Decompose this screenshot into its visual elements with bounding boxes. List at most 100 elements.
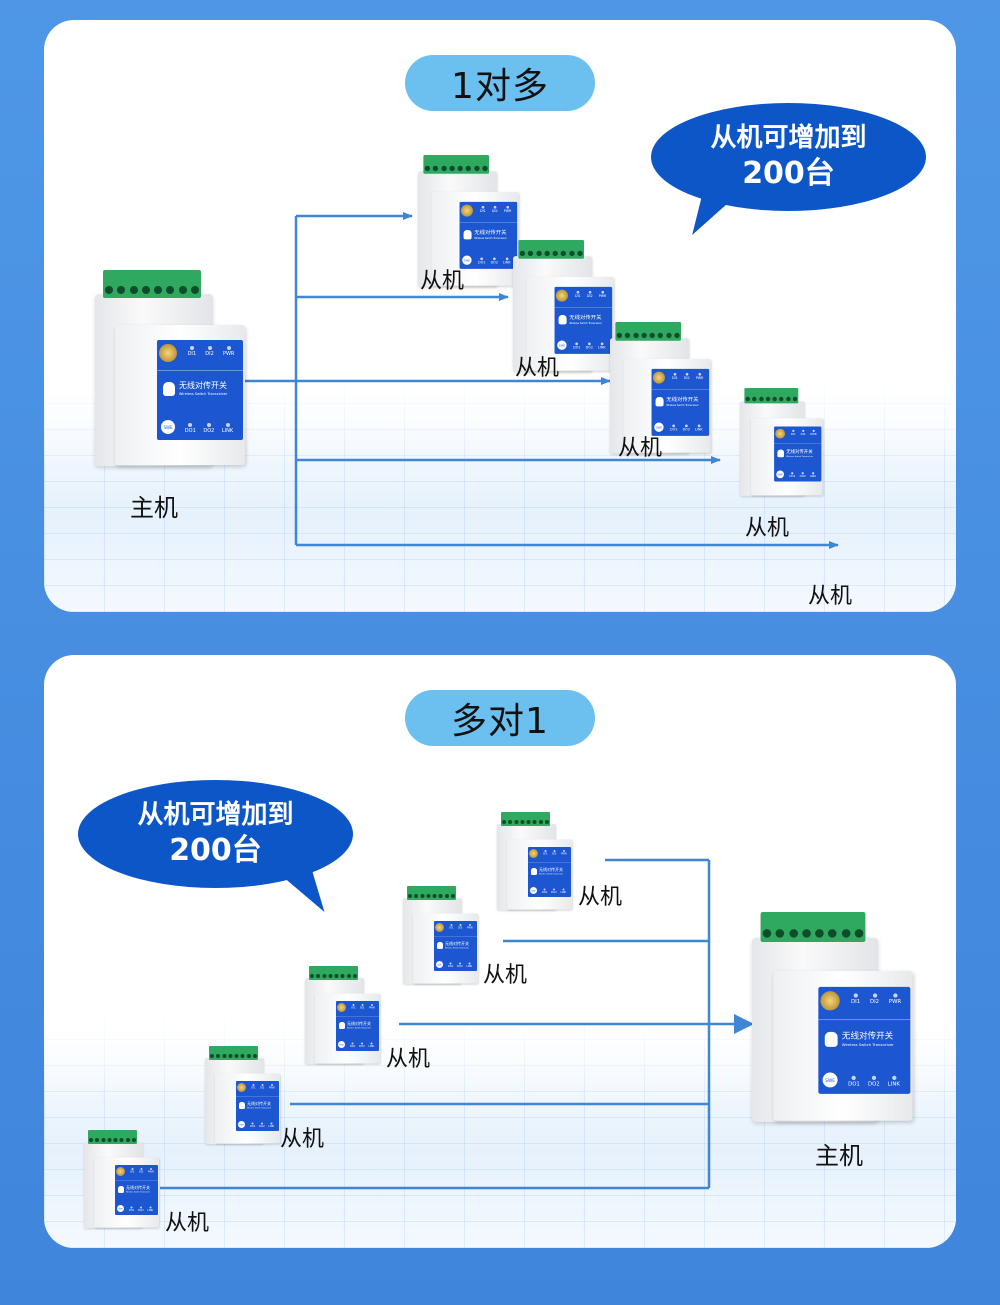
slave-label: 从机 (578, 885, 623, 910)
slave-label: 从机 (515, 356, 560, 381)
led-indicator: DI2 (260, 1084, 264, 1090)
led-indicator: DO1 (478, 258, 485, 265)
led-indicator: DI2 (205, 346, 214, 357)
slave-device: DI1 DI2 PWR 无线对传开关 Wireless Switch Transce… (205, 1046, 280, 1146)
led-indicator: DO2 (259, 1123, 264, 1128)
device-name: 无线对传开关 (569, 314, 602, 321)
antenna-connector-icon (435, 923, 444, 932)
led-indicator: LINK (503, 258, 511, 265)
master-label: 主机 (815, 1142, 863, 1170)
antenna-connector-icon (116, 1167, 125, 1176)
terminal-block (615, 322, 682, 341)
led-indicator: DI1 (130, 1168, 134, 1174)
led-indicator: PWR (810, 430, 816, 436)
slave-label: 从机 (420, 269, 465, 294)
led-indicator: DO2 (868, 1076, 880, 1087)
antenna-connector-icon (820, 991, 840, 1011)
led-indicator: DO2 (203, 423, 214, 434)
slave-label: 从机 (386, 1047, 431, 1072)
led-indicator: DI1 (791, 430, 796, 436)
led-indicator: DI1 (251, 1084, 255, 1090)
antenna-connector-icon (237, 1083, 246, 1092)
robot-logo-icon (437, 942, 443, 949)
led-indicator: PWR (504, 206, 512, 213)
device-subtitle: Wireless Switch Transceiver (666, 403, 699, 407)
device-name: 无线对传开关 (247, 1101, 271, 1107)
robot-logo-icon (824, 1031, 838, 1047)
led-indicator: PWR (148, 1168, 154, 1174)
device-subtitle: Wireless Switch Transceiver (841, 1042, 894, 1047)
led-indicator: LINK (810, 472, 816, 478)
led-indicator: DO1 (129, 1207, 134, 1212)
antenna-connector-icon (555, 289, 568, 302)
device-subtitle: Wireless Switch Transceiver (347, 1027, 372, 1029)
led-indicator: DI1 (351, 1004, 355, 1010)
slave-label: 从机 (808, 584, 853, 609)
led-indicator: PWR (696, 373, 704, 380)
led-indicator: PWR (467, 924, 473, 930)
robot-logo-icon (118, 1186, 124, 1193)
led-indicator: PWR (889, 993, 901, 1005)
robot-logo-icon (777, 449, 784, 458)
led-indicator: DI1 (543, 850, 547, 856)
led-indicator: PWR (369, 1004, 375, 1010)
led-indicator: DO2 (457, 963, 462, 968)
led-indicator: PWR (599, 291, 607, 298)
device-subtitle: Wireless Switch Transceiver (179, 392, 228, 396)
device-button: SWE (238, 1121, 245, 1128)
device-subtitle: Wireless Switch Transceiver (539, 873, 564, 875)
led-indicator: LINK (888, 1076, 900, 1087)
robot-logo-icon (558, 315, 567, 325)
device-name: 无线对传开关 (666, 396, 699, 403)
slave-label: 从机 (280, 1127, 325, 1152)
antenna-connector-icon (159, 344, 177, 362)
slave-label: 从机 (165, 1211, 210, 1236)
many-to-one-title: 多对1 (405, 690, 595, 746)
led-indicator: DI1 (188, 346, 197, 357)
led-indicator: LINK (222, 423, 233, 434)
led-indicator: LINK (268, 1123, 274, 1128)
led-indicator: DI2 (587, 291, 593, 298)
robot-logo-icon (163, 382, 175, 396)
led-indicator: DO2 (359, 1043, 364, 1048)
device-subtitle: Wireless Switch Transceiver (474, 236, 507, 240)
bubble-line-1: 从机可增加到 (710, 123, 867, 153)
led-indicator: PWR (269, 1084, 275, 1090)
device-name: 无线对传开关 (126, 1185, 150, 1191)
led-indicator: DI2 (492, 206, 498, 213)
device-button: SWE (338, 1041, 345, 1048)
device-name: 无线对传开关 (474, 229, 507, 236)
master-label: 主机 (130, 494, 178, 522)
device-name: 无线对传开关 (179, 381, 227, 390)
device-subtitle: Wireless Switch Transceiver (445, 947, 470, 949)
led-indicator: DO2 (683, 425, 690, 432)
led-indicator: DI2 (458, 924, 462, 930)
device-button: SWE (654, 422, 664, 432)
led-indicator: DO1 (789, 472, 795, 478)
terminal-block (744, 388, 799, 404)
device-name: 无线对传开关 (347, 1021, 371, 1027)
front-panel: DI1 DI2 PWR 无线对传开关 Wireless Switch Transce… (459, 201, 518, 269)
led-indicator: DI1 (480, 206, 486, 213)
device-subtitle: Wireless Switch Transceiver (247, 1107, 272, 1109)
slave-label: 从机 (483, 963, 528, 988)
device-button: SWE (462, 255, 472, 265)
device-button: SWE (557, 340, 567, 350)
terminal-block (760, 912, 866, 942)
antenna-connector-icon (460, 204, 473, 217)
device-button: SWE (776, 470, 784, 479)
led-indicator: DO2 (800, 472, 806, 478)
led-indicator: LINK (368, 1043, 374, 1048)
terminal-block (209, 1046, 258, 1060)
